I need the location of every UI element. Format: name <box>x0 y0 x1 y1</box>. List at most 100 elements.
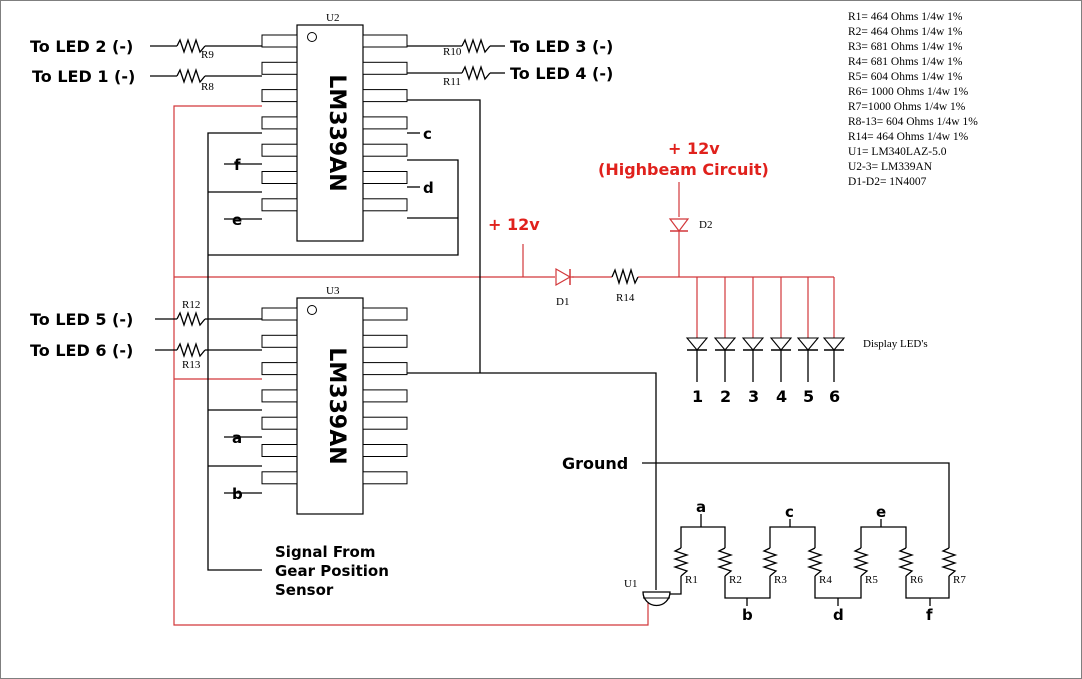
chip-pin-left <box>261 416 298 430</box>
signal-label-line3: Sensor <box>275 581 334 599</box>
chip-pin-left <box>261 171 298 184</box>
chip-pin-right <box>362 143 408 157</box>
chip-u3-ref: U3 <box>326 285 340 297</box>
chip-pin-left <box>261 34 298 48</box>
led4-label: To LED 4 (-) <box>510 64 613 83</box>
chip-pin-left <box>261 389 298 403</box>
ladder-node-f: f <box>926 606 933 624</box>
resistor-feed-wires <box>150 45 505 351</box>
signal-wires <box>207 99 950 590</box>
resistor-r4-icon <box>806 547 824 577</box>
bom-line: R6= 1000 Ohms 1/4w 1% <box>848 86 969 98</box>
chip-u2-part: LM339AN <box>324 74 349 191</box>
display-led-6-icon <box>822 337 846 351</box>
chip-pin-left <box>261 334 298 348</box>
resistor-r1-icon <box>672 547 690 577</box>
chip-u3: U3 LM339AN <box>261 285 408 515</box>
r5-label: R5 <box>865 574 878 586</box>
chip-pin-right <box>362 89 408 103</box>
r7-label: R7 <box>953 574 966 586</box>
u1-label: U1 <box>624 578 637 590</box>
chip-u2-body <box>296 24 364 242</box>
r11-label: R11 <box>443 76 461 88</box>
chip-pin-left <box>261 198 298 212</box>
bom-line: R7=1000 Ohms 1/4w 1% <box>848 101 966 113</box>
bill-of-materials: R1= 464 Ohms 1/4w 1%R2= 464 Ohms 1/4w 1%… <box>848 11 978 188</box>
chip-u3-part: LM339AN <box>324 347 349 464</box>
led6-label: To LED 6 (-) <box>30 341 133 360</box>
chip-pin-left <box>261 89 298 103</box>
supply-wires <box>173 105 835 626</box>
led-anode-taps <box>696 277 835 338</box>
plus12-label: + 12v <box>488 215 540 234</box>
signal-label-line2: Gear Position <box>275 562 389 580</box>
input-resistors <box>176 37 639 359</box>
ladder-node-b: b <box>742 606 753 624</box>
node-f-label: f <box>234 156 241 174</box>
node-c-label: c <box>423 125 432 143</box>
chip-pin-left <box>261 362 298 376</box>
bom-line: D1-D2= 1N4007 <box>848 176 927 188</box>
display-led-number: 6 <box>829 387 840 406</box>
ground-label: Ground <box>562 454 628 473</box>
chip-u2: U2 LM339AN <box>261 12 408 242</box>
resistor-r2-icon <box>716 547 734 577</box>
r2-label: R2 <box>729 574 742 586</box>
chip-pin-right <box>362 334 408 348</box>
chip-pin-left <box>261 471 298 485</box>
display-led-4-icon <box>769 337 793 351</box>
ladder-node-a: a <box>696 498 706 516</box>
r9-label: R9 <box>201 49 214 61</box>
ladder-node-d: d <box>833 606 844 624</box>
chip-pin-right <box>362 198 408 212</box>
chip-pin-right <box>362 362 408 376</box>
chip-u3-body <box>296 297 364 515</box>
display-led-2-icon <box>713 337 737 351</box>
resistor-ladder <box>667 514 958 606</box>
display-led-number: 2 <box>720 387 731 406</box>
chip-pin-right <box>362 389 408 403</box>
r12-label: R12 <box>182 299 200 311</box>
chip-pin-right <box>362 307 408 321</box>
chip-pin-left <box>261 116 298 130</box>
led5-label: To LED 5 (-) <box>30 310 133 329</box>
chip-u2-ref: U2 <box>326 12 339 24</box>
display-leds <box>685 337 846 351</box>
d1-label: D1 <box>556 296 569 308</box>
node-d-label: d <box>423 179 434 197</box>
bom-line: R14= 464 Ohms 1/4w 1% <box>848 131 969 143</box>
chip-pin-left <box>261 444 298 457</box>
highbeam-plus12-label: + 12v <box>668 139 720 158</box>
chip-pin-right <box>362 471 408 485</box>
highbeam-label: (Highbeam Circuit) <box>598 160 769 179</box>
bom-line: R4= 681 Ohms 1/4w 1% <box>848 56 963 68</box>
resistor-r10-icon <box>461 37 491 55</box>
r14-label: R14 <box>616 292 635 304</box>
regulator-u1-icon <box>642 591 671 607</box>
chip-pin-left <box>261 61 298 75</box>
bom-line: U2-3= LM339AN <box>848 161 933 173</box>
bom-line: R5= 604 Ohms 1/4w 1% <box>848 71 963 83</box>
resistor-r9-icon <box>176 37 206 55</box>
display-led-number: 4 <box>776 387 787 406</box>
resistor-r12-icon <box>176 310 206 328</box>
display-leds-label: Display LED's <box>863 338 928 350</box>
bom-line: R8-13= 604 Ohms 1/4w 1% <box>848 116 978 128</box>
display-led-1-icon <box>685 337 709 351</box>
chip-pin-right <box>362 171 408 184</box>
node-e-label: e <box>232 211 242 229</box>
resistor-r7-icon <box>940 547 958 577</box>
led1-label: To LED 1 (-) <box>32 67 135 86</box>
display-led-number: 3 <box>748 387 759 406</box>
bom-line: U1= LM340LAZ-5.0 <box>848 146 947 158</box>
r8-label: R8 <box>201 81 214 93</box>
r6-label: R6 <box>910 574 923 586</box>
chip-pin-right <box>362 61 408 75</box>
bom-line: R2= 464 Ohms 1/4w 1% <box>848 26 963 38</box>
node-b-label: b <box>232 485 243 503</box>
pin1-marker-icon <box>307 305 317 315</box>
display-led-5-icon <box>796 337 820 351</box>
resistor-r6-icon <box>897 547 915 577</box>
